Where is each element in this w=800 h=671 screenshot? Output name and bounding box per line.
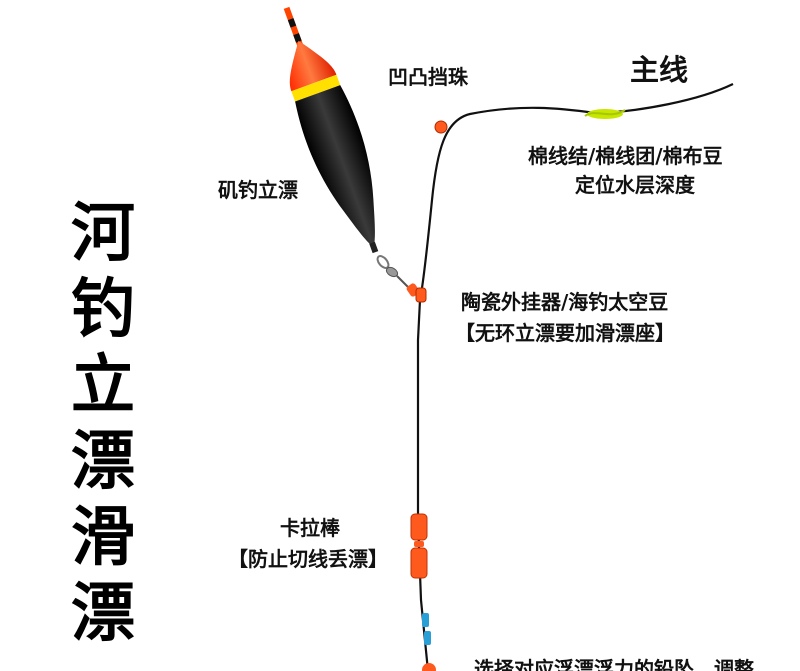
title-char: 滑: [71, 501, 135, 575]
title-char: 立: [71, 349, 135, 423]
label-bottom-partial: 选择对应浮漂浮力的铅坠，调整: [474, 657, 754, 671]
blue-tube-1: [422, 613, 429, 627]
swivel-icon: [376, 255, 411, 290]
blue-tube-2: [424, 631, 431, 645]
float-icon: [283, 6, 379, 254]
title-char: 钓: [71, 273, 135, 347]
label-bump-bead: 凹凸挡珠: [388, 65, 468, 89]
stopper-rod-icon: [410, 513, 428, 579]
label-main-line: 主线: [630, 53, 689, 87]
label-stopper-1: 卡拉棒: [280, 516, 340, 540]
label-cotton-knot-2: 定位水层深度: [575, 173, 695, 197]
vertical-title: 河 钓 立 漂 滑 漂: [70, 196, 136, 652]
label-stopper-2: 【防止切线丢漂】: [228, 547, 388, 571]
label-hanger-1: 陶瓷外挂器/海钓太空豆: [461, 290, 669, 314]
label-float: 矶钓立漂: [218, 178, 298, 202]
bottom-bead: [422, 663, 436, 671]
title-char: 河: [71, 197, 135, 271]
ceramic-hanger-icon: [406, 283, 427, 303]
title-char: 漂: [71, 425, 135, 499]
cotton-knot: [584, 109, 626, 119]
title-char: 漂: [71, 577, 135, 651]
label-cotton-knot-1: 棉线结/棉线团/棉布豆: [528, 144, 723, 168]
bump-bead: [434, 120, 448, 134]
label-hanger-2: 【无环立漂要加滑漂座】: [455, 321, 675, 345]
main-line: [416, 83, 734, 671]
